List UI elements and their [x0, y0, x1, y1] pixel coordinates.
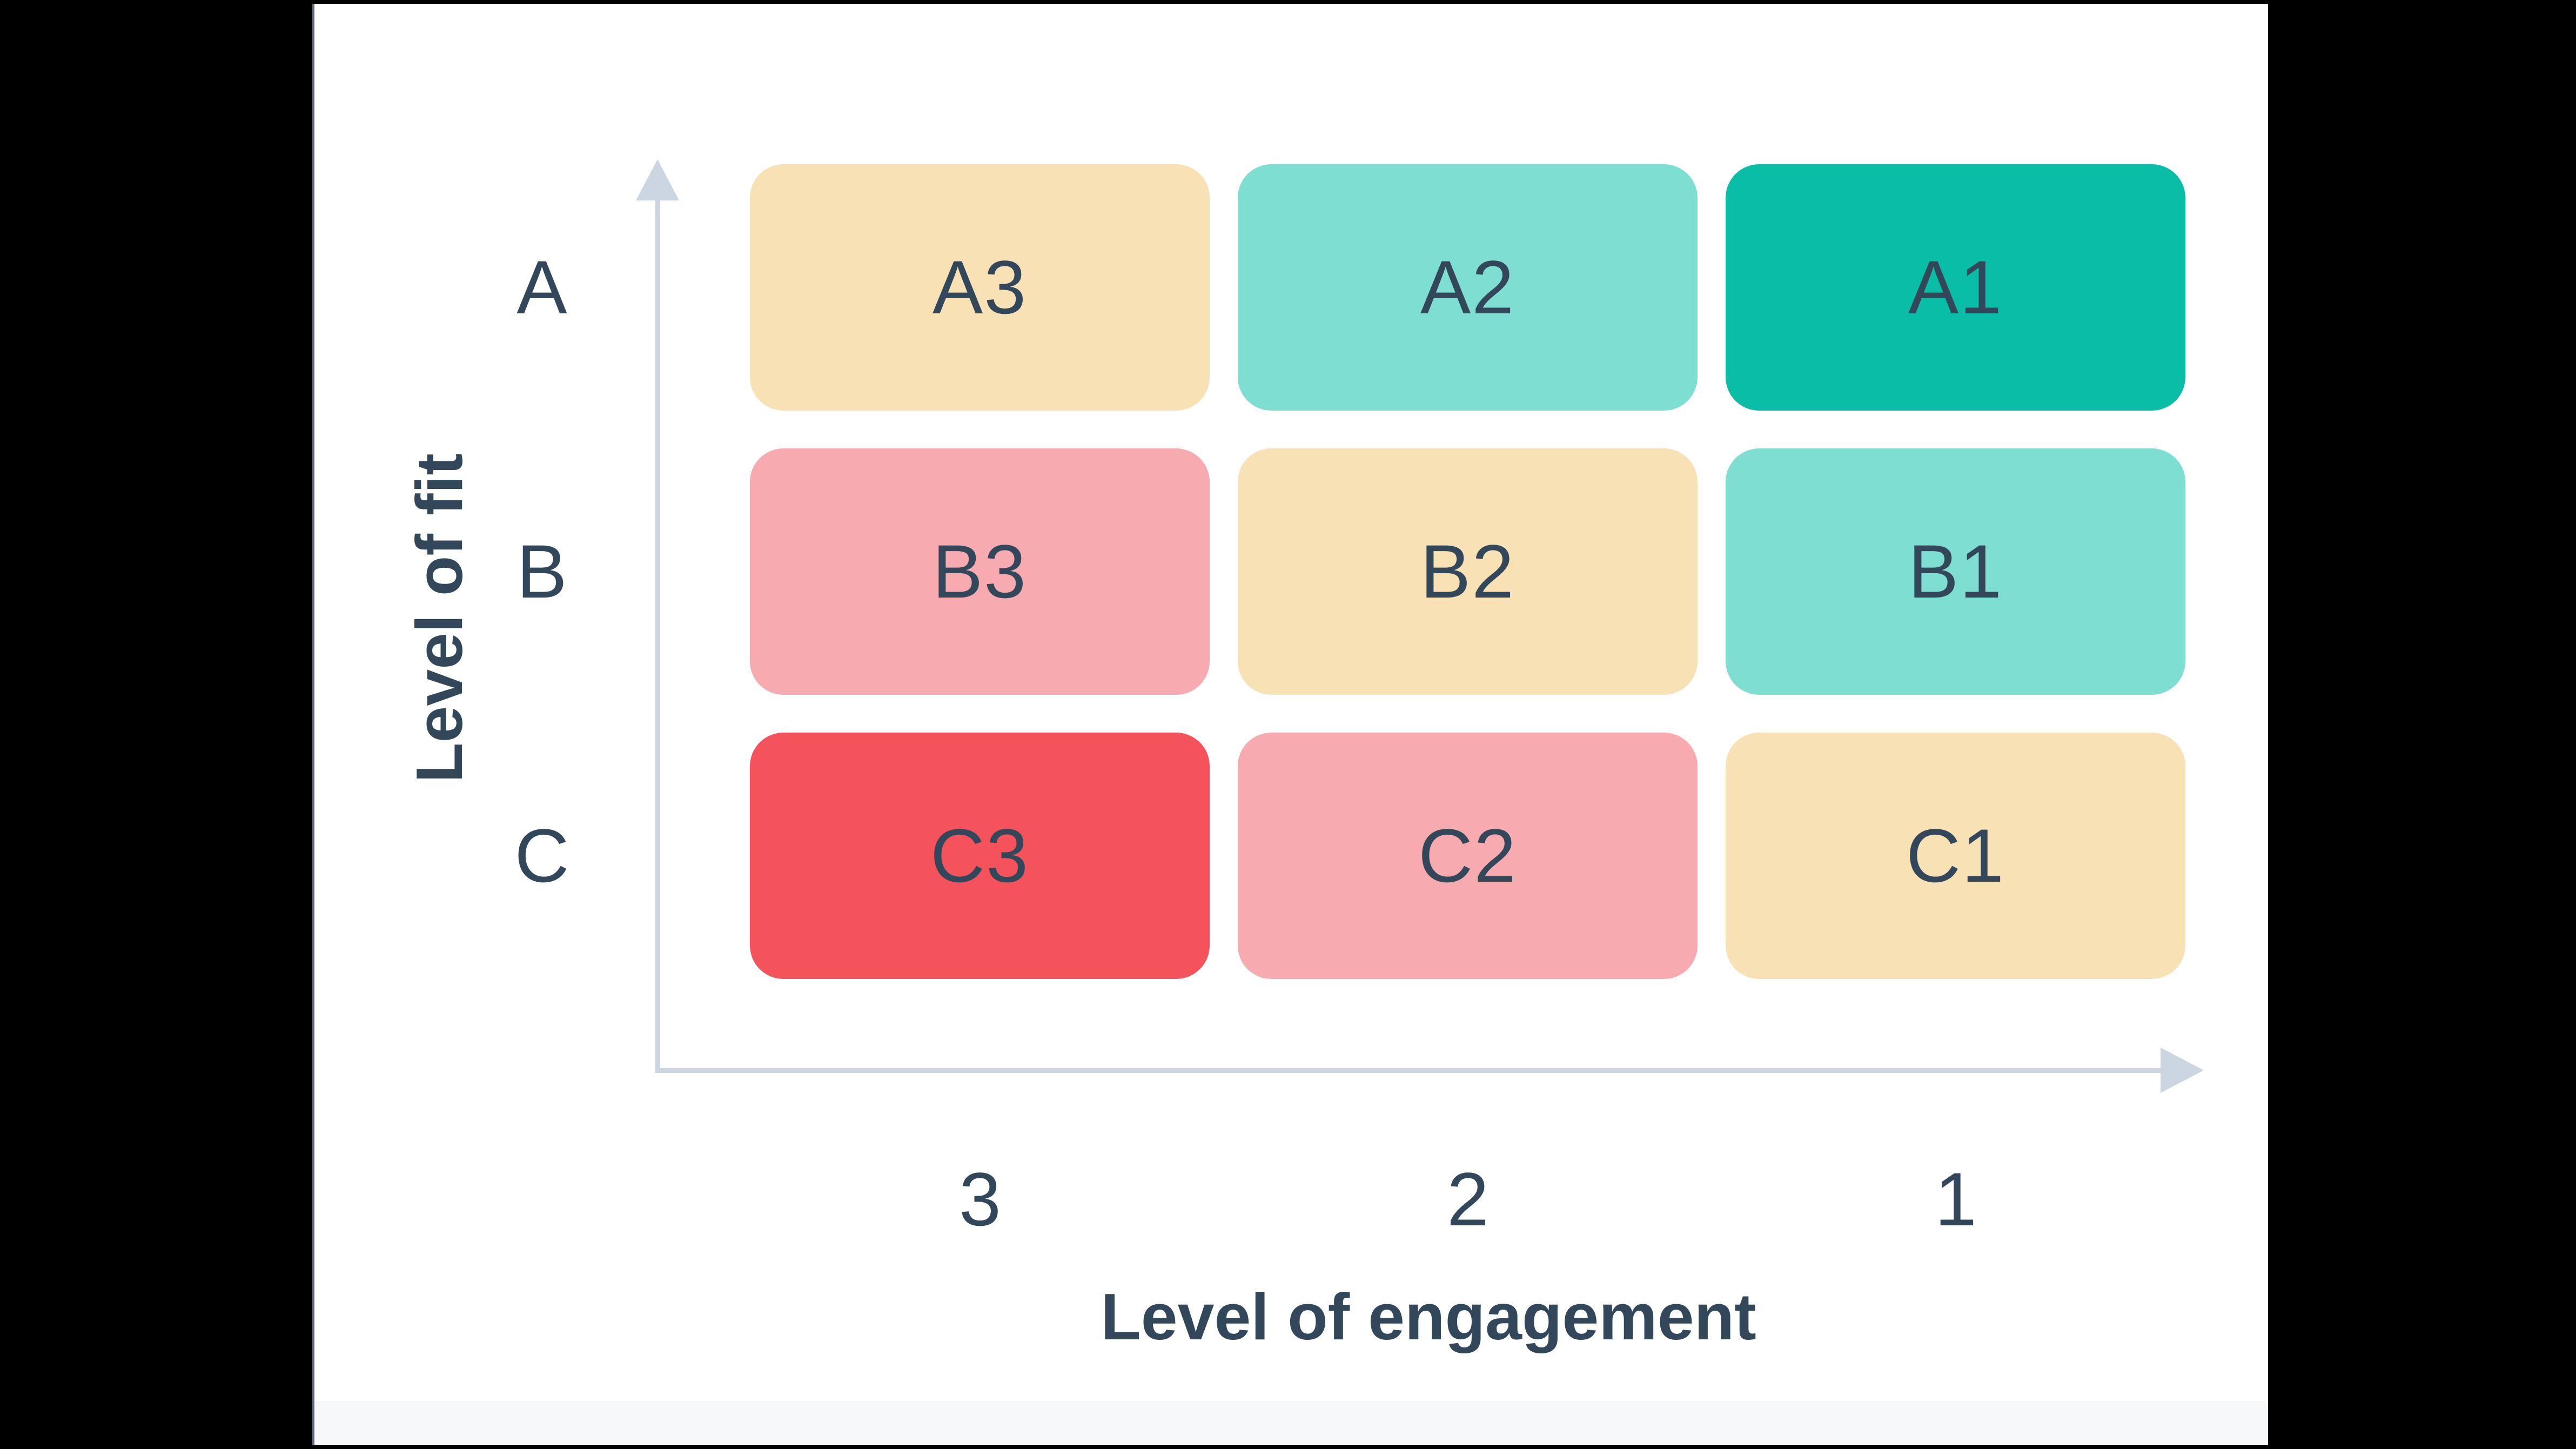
matrix-cell-A2: A2: [1238, 164, 1698, 411]
x-axis-arrowhead-icon: [2161, 1048, 2204, 1093]
matrix-cell-label: B1: [1908, 529, 2003, 614]
matrix-cell-label: C2: [1418, 813, 1517, 898]
y-tick-label-B: B: [516, 529, 567, 614]
matrix-cell-A1: A1: [1726, 164, 2185, 411]
matrix-cell-label: B3: [932, 529, 1028, 614]
x-tick-label-3: 3: [959, 1157, 1001, 1242]
matrix-cell-C2: C2: [1238, 733, 1698, 979]
x-tick-label-2: 2: [1447, 1157, 1489, 1242]
panel-footer-band: [314, 1401, 2268, 1445]
matrix-cell-B2: B2: [1238, 448, 1698, 695]
matrix-cell-B3: B3: [750, 448, 1210, 695]
matrix-cell-C1: C1: [1726, 733, 2185, 979]
figure-panel: A3 A2 A1 B3 B2 B1 C3 C2 C1 A B C 3: [312, 4, 2268, 1445]
matrix-cell-A3: A3: [750, 164, 1210, 411]
matrix-cell-label: A3: [932, 245, 1028, 330]
x-axis-title: Level of engagement: [1101, 1280, 1756, 1353]
y-tick-label-A: A: [516, 245, 567, 330]
matrix-cell-label: B2: [1420, 529, 1515, 614]
matrix-cell-label: C3: [930, 813, 1029, 898]
matrix-cell-B1: B1: [1726, 448, 2185, 695]
x-tick-label-1: 1: [1935, 1157, 1977, 1242]
matrix-cell-label: A1: [1908, 245, 2003, 330]
matrix-cell-label: A2: [1420, 245, 1515, 330]
y-axis-line: [655, 194, 660, 1073]
matrix-cell-C3: C3: [750, 733, 1210, 979]
y-tick-label-C: C: [514, 813, 569, 898]
y-axis-title: Level of fit: [403, 453, 476, 783]
matrix-cell-label: C1: [1906, 813, 2005, 898]
x-axis-line: [655, 1068, 2163, 1073]
y-axis-arrowhead-icon: [636, 159, 679, 200]
